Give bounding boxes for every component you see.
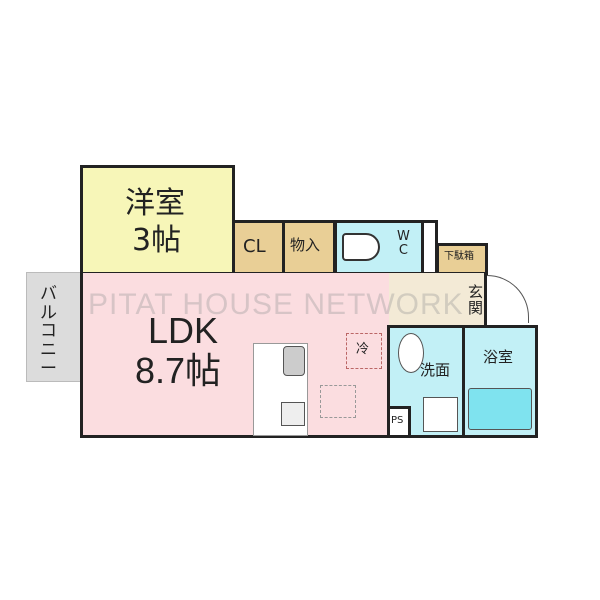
- ps-label: PS: [391, 415, 404, 426]
- fridge-label: 冷: [356, 342, 370, 357]
- fridge-space: [346, 333, 382, 369]
- balcony: [26, 272, 82, 382]
- toilet-icon: [342, 233, 380, 261]
- appliance-space: [320, 385, 356, 418]
- entrance-label: 玄 関: [468, 283, 484, 317]
- western-room-size: 3帖: [132, 223, 182, 258]
- ldk-upper-right: [335, 273, 360, 327]
- ps: [387, 406, 411, 438]
- sink-icon: [283, 346, 305, 376]
- shoe-box-label: 下駄箱: [444, 251, 474, 262]
- washing-machine-icon: [423, 397, 458, 432]
- washbasin-icon: [398, 333, 424, 373]
- balcony-label: バ ル コ ニ ー: [40, 284, 57, 379]
- bathroom-label: 浴室: [483, 348, 514, 366]
- washroom-label: 洗面: [420, 361, 451, 379]
- entrance-door-icon: [487, 275, 529, 323]
- western-room: [80, 165, 235, 275]
- bathtub-icon: [468, 388, 532, 430]
- storage-label: 物入: [290, 236, 321, 254]
- watermark: PITAT HOUSE NETWORK: [88, 288, 464, 321]
- western-room-name: 洋室: [125, 186, 185, 221]
- ldk-size: 8.7帖: [135, 350, 222, 391]
- stove-icon: [281, 402, 305, 426]
- wc-label: W C: [397, 229, 410, 258]
- ldk-name: LDK: [148, 310, 219, 351]
- closet-label: CL: [243, 236, 266, 257]
